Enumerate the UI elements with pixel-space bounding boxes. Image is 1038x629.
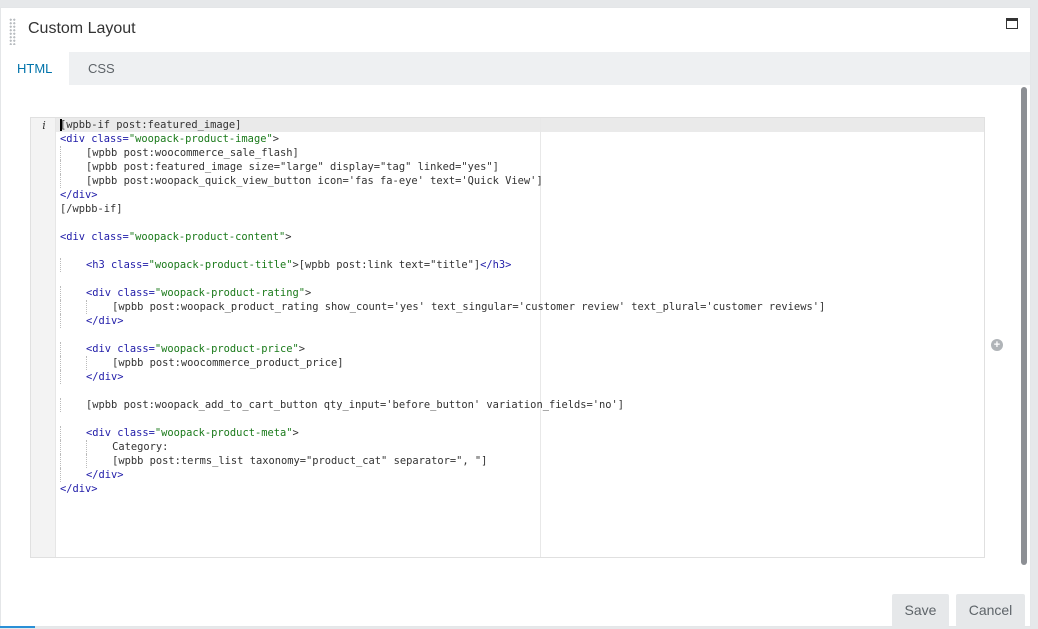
code-line: <div class="woopack-product-rating"> [60, 286, 825, 300]
tab-html[interactable]: HTML [1, 52, 69, 85]
code-line [60, 328, 825, 342]
code-line [60, 216, 825, 230]
code-line: [wpbb post:woocommerce_product_price] [60, 356, 825, 370]
code-line: </div> [60, 468, 825, 482]
code-line: [wpbb post:featured_image size="large" d… [60, 160, 825, 174]
dialog-title: Custom Layout [28, 20, 136, 37]
code-line [60, 272, 825, 286]
code-line: [/wpbb-if] [60, 203, 123, 215]
info-icon[interactable]: i [42, 119, 46, 132]
code-line: </div> [60, 483, 98, 495]
code-line: <div class="woopack-product-meta"> [60, 426, 825, 440]
code-line: [wpbb post:woopack_add_to_cart_button qt… [60, 398, 825, 412]
code-line: Category: [60, 440, 825, 454]
code-line: [wpbb post:terms_list taxonomy="product_… [60, 454, 825, 468]
dialog-footer: Save Cancel [1, 585, 1030, 629]
code-line: [wpbb post:woocommerce_sale_flash] [60, 146, 825, 160]
drag-handle-icon[interactable] [9, 18, 16, 45]
content-scrollbar[interactable] [1021, 87, 1027, 565]
code-line [60, 412, 825, 426]
print-margin [540, 118, 541, 557]
code-line: </div> [60, 370, 825, 384]
code-line: <div class="woopack-product-image"> [60, 133, 279, 145]
code-line: </div> [60, 189, 98, 201]
editor-gutter: i [31, 118, 56, 557]
bottom-indicator [0, 626, 35, 628]
code-line: <h3 class="woopack-product-title">[wpbb … [60, 258, 825, 272]
custom-layout-dialog: Custom Layout HTML CSS i [wpbb-if post:f… [0, 7, 1031, 627]
code-line [60, 384, 825, 398]
code-line: <div class="woopack-product-content"> [60, 231, 292, 243]
active-line-highlight [56, 118, 984, 132]
code-content[interactable]: [wpbb-if post:featured_image] <div class=… [60, 118, 825, 496]
tab-css[interactable]: CSS [88, 61, 115, 76]
code-line [60, 244, 825, 258]
maximize-icon[interactable] [1006, 18, 1018, 29]
cancel-button[interactable]: Cancel [956, 594, 1025, 627]
code-line: [wpbb post:woopack_quick_view_button ico… [60, 174, 825, 188]
code-editor[interactable]: i [wpbb-if post:featured_image] <div clas… [30, 117, 985, 558]
text-cursor [60, 119, 62, 131]
code-line: <div class="woopack-product-price"> [60, 342, 825, 356]
dialog-titlebar[interactable]: Custom Layout [1, 8, 1030, 52]
add-circle-icon[interactable]: + [991, 339, 1003, 351]
code-line: [wpbb-if post:featured_image] [60, 119, 242, 131]
code-line: [wpbb post:woopack_product_rating show_c… [60, 300, 825, 314]
tab-bar: HTML CSS [1, 52, 1030, 85]
save-button[interactable]: Save [892, 594, 949, 627]
code-line: </div> [60, 314, 825, 328]
